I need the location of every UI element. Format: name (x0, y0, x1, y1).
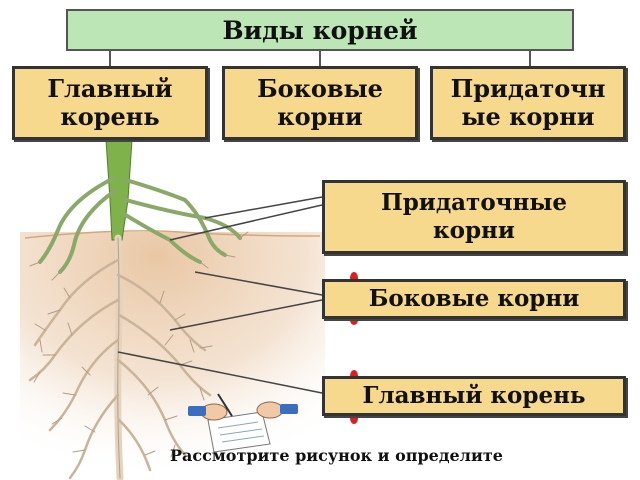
adventitious-roots (38, 176, 242, 274)
writing-hands-icon (188, 393, 298, 453)
pointer-lines (117, 196, 323, 394)
label-lateral-roots: Боковые корни (322, 279, 626, 319)
category-main-root-line1: Главный (47, 74, 173, 103)
category-adventitious-roots-line2: ые корни (461, 102, 595, 131)
page-title: Виды корней (66, 9, 574, 51)
category-lateral-roots-line2: корни (277, 102, 363, 131)
label-adventitious-roots-line2: корни (433, 217, 515, 244)
category-lateral-roots-line1: Боковые (257, 74, 383, 103)
category-adventitious-roots-line1: Придаточн (450, 74, 606, 103)
stem (105, 139, 133, 241)
title-connectors (109, 51, 531, 66)
label-adventitious-roots-line1: Придаточные (380, 189, 568, 216)
category-main-root-line2: корень (60, 102, 160, 131)
caption: Рассмотрите рисунок и определите (170, 446, 503, 465)
label-main-root: Главный корень (322, 376, 626, 416)
